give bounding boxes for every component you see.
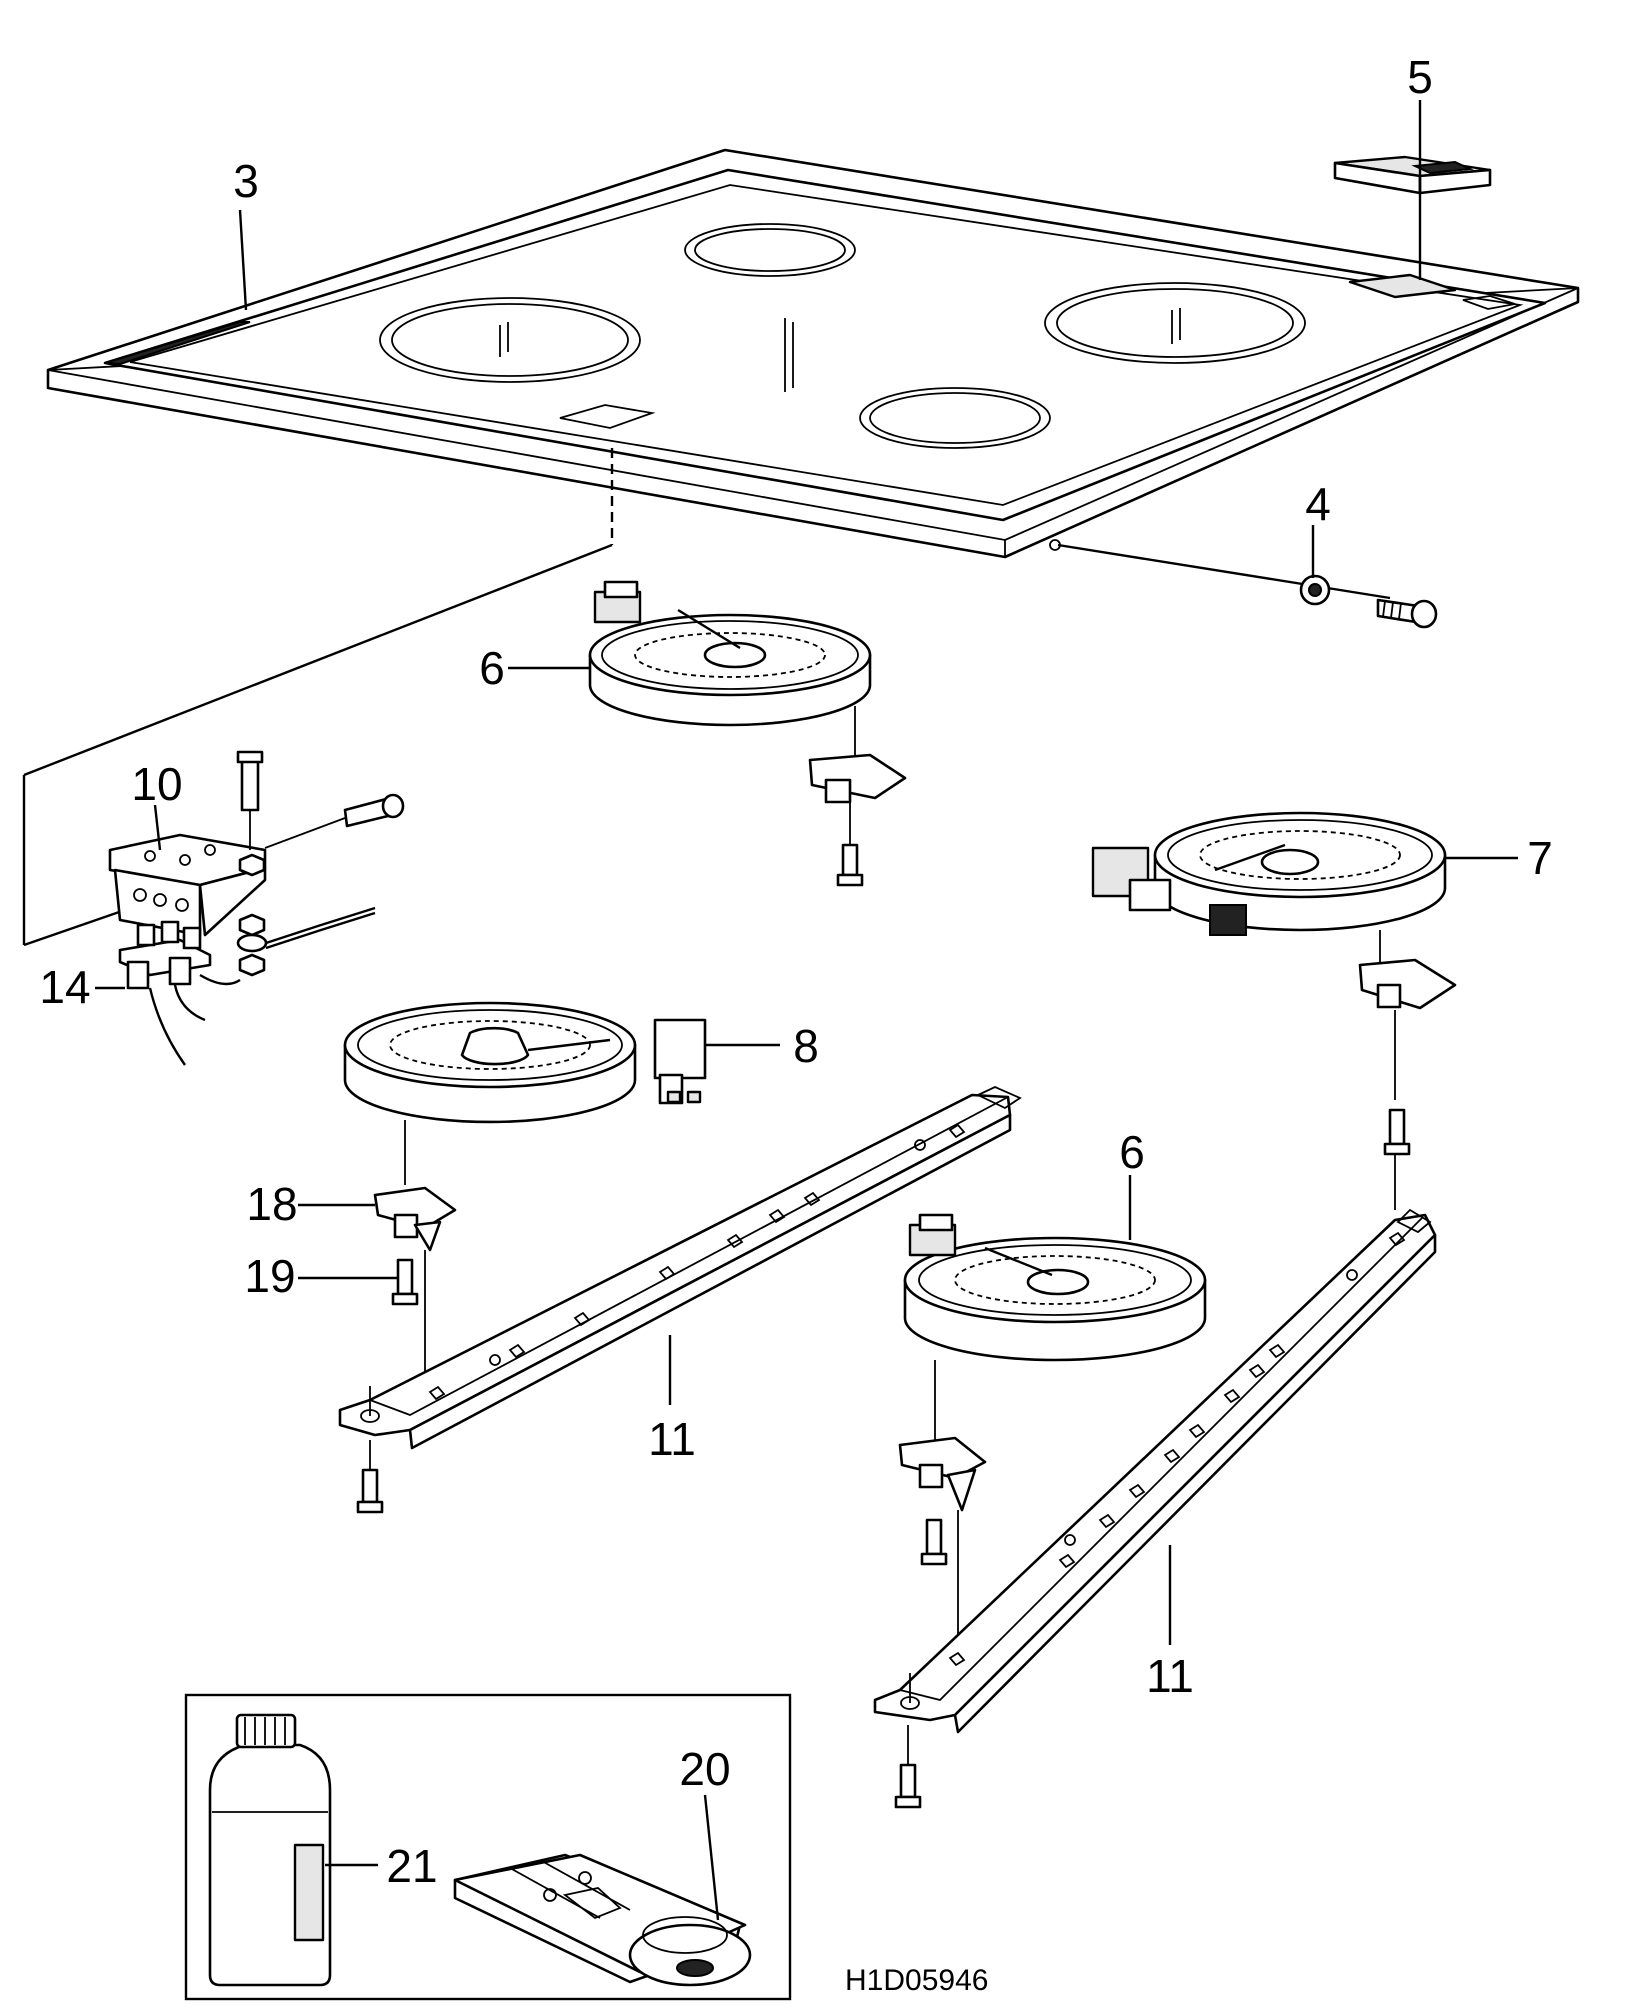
callout-leaders bbox=[95, 100, 1518, 1921]
terminal-block bbox=[118, 920, 241, 1066]
support-rail-right bbox=[873, 1208, 1437, 1809]
callout-3: 3 bbox=[233, 155, 259, 207]
callout-6: 6 bbox=[479, 642, 505, 694]
terminal-bracket bbox=[108, 750, 405, 977]
leader-line bbox=[23, 908, 126, 947]
callout-21: 21 bbox=[386, 1840, 437, 1892]
callout-11: 11 bbox=[648, 1413, 696, 1465]
heating-element-left bbox=[343, 1001, 707, 1185]
callout-14: 14 bbox=[39, 961, 90, 1013]
accessory-box bbox=[184, 1693, 792, 2001]
callout-labels: 3 5 4 6 10 7 14 8 6 18 19 11 11 20 21 H1… bbox=[39, 51, 1552, 1997]
cleaner-bottle bbox=[208, 1713, 332, 1987]
support-rail-left bbox=[338, 1086, 1022, 1514]
callout-5: 5 bbox=[1407, 51, 1433, 103]
callout-10: 10 bbox=[131, 758, 182, 810]
callout-8: 8 bbox=[793, 1020, 819, 1072]
heating-element-right bbox=[1091, 811, 1457, 1210]
glass-scraper bbox=[453, 1853, 752, 1987]
heating-element-top bbox=[588, 580, 907, 887]
callout-11: 11 bbox=[1146, 1650, 1194, 1702]
callout-6: 6 bbox=[1119, 1126, 1145, 1178]
heating-element-lower bbox=[898, 1213, 1207, 1660]
cover-strip bbox=[1333, 155, 1492, 195]
callout-4: 4 bbox=[1305, 478, 1331, 530]
fixing-clip-left bbox=[373, 1186, 457, 1390]
leader-line bbox=[23, 543, 613, 777]
callout-7: 7 bbox=[1527, 832, 1553, 884]
callout-19: 19 bbox=[244, 1250, 295, 1302]
hob-glass-top bbox=[46, 148, 1580, 559]
side-screw-with-spacer bbox=[1057, 543, 1438, 629]
callout-18: 18 bbox=[246, 1178, 297, 1230]
callout-20: 20 bbox=[679, 1743, 730, 1795]
drawing-code: H1D05946 bbox=[845, 1964, 988, 1997]
